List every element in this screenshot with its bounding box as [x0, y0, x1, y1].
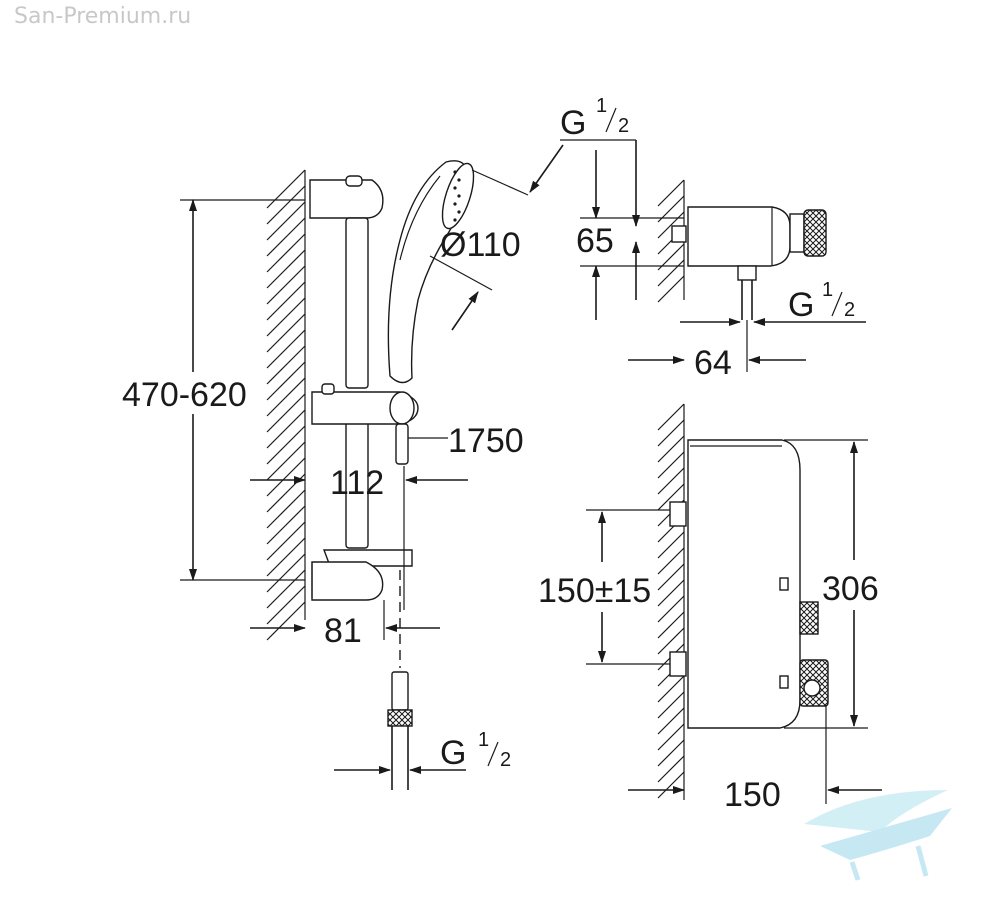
outlet-connection-letter: G	[788, 286, 814, 324]
bathtub-logo-icon	[804, 790, 952, 881]
dimension-81: 81	[250, 600, 440, 650]
hose-connection-letter: G	[440, 734, 466, 772]
thermostat-side-view	[671, 206, 827, 320]
outlet-connection-num: 1	[822, 279, 833, 301]
dimension-hose-length: 1750	[408, 422, 524, 460]
head-diameter-label: Ø110	[440, 226, 521, 264]
wall-hatch-left	[266, 169, 306, 641]
inlet-connection-letter: G	[560, 104, 586, 142]
inlet-connection-den: 2	[618, 115, 629, 137]
dimension-head-diameter: Ø110	[429, 144, 564, 331]
thermostat-front-view	[669, 439, 829, 729]
centers-label: 150±15	[538, 572, 651, 610]
hand-shower	[387, 160, 475, 384]
wall-hatch-bottom-right	[657, 403, 685, 800]
hose-connection-num: 1	[478, 729, 489, 751]
dimension-470-620: 470-620	[122, 199, 305, 581]
dimension-65: 65	[576, 150, 684, 320]
depth-64-label: 64	[694, 344, 732, 382]
dimension-150-15: 150±15	[538, 509, 670, 665]
outlet-connection-den: 2	[844, 299, 855, 321]
height-65-label: 65	[576, 222, 614, 260]
hose-connection-den: 2	[500, 749, 511, 771]
hose-connector: G 1 2	[334, 570, 511, 790]
dimension-112: 112	[250, 464, 468, 610]
dimension-150-depth: 150	[628, 706, 882, 814]
dimension-64: 64	[628, 320, 806, 382]
offset-112-label: 112	[330, 464, 384, 502]
depth-81-label: 81	[324, 612, 362, 650]
dimension-outlet-connection: G 1 2	[680, 279, 866, 326]
watermark-text: San-Premium.ru	[14, 4, 192, 29]
depth-150-label: 150	[724, 776, 781, 814]
hose-length-label: 1750	[448, 422, 524, 460]
height-306-label: 306	[822, 570, 879, 608]
height-range-label: 470-620	[122, 376, 247, 414]
inlet-connection-num: 1	[596, 95, 607, 117]
dimension-inlet-connection: G 1 2	[560, 95, 640, 227]
shower-rail	[309, 175, 419, 601]
